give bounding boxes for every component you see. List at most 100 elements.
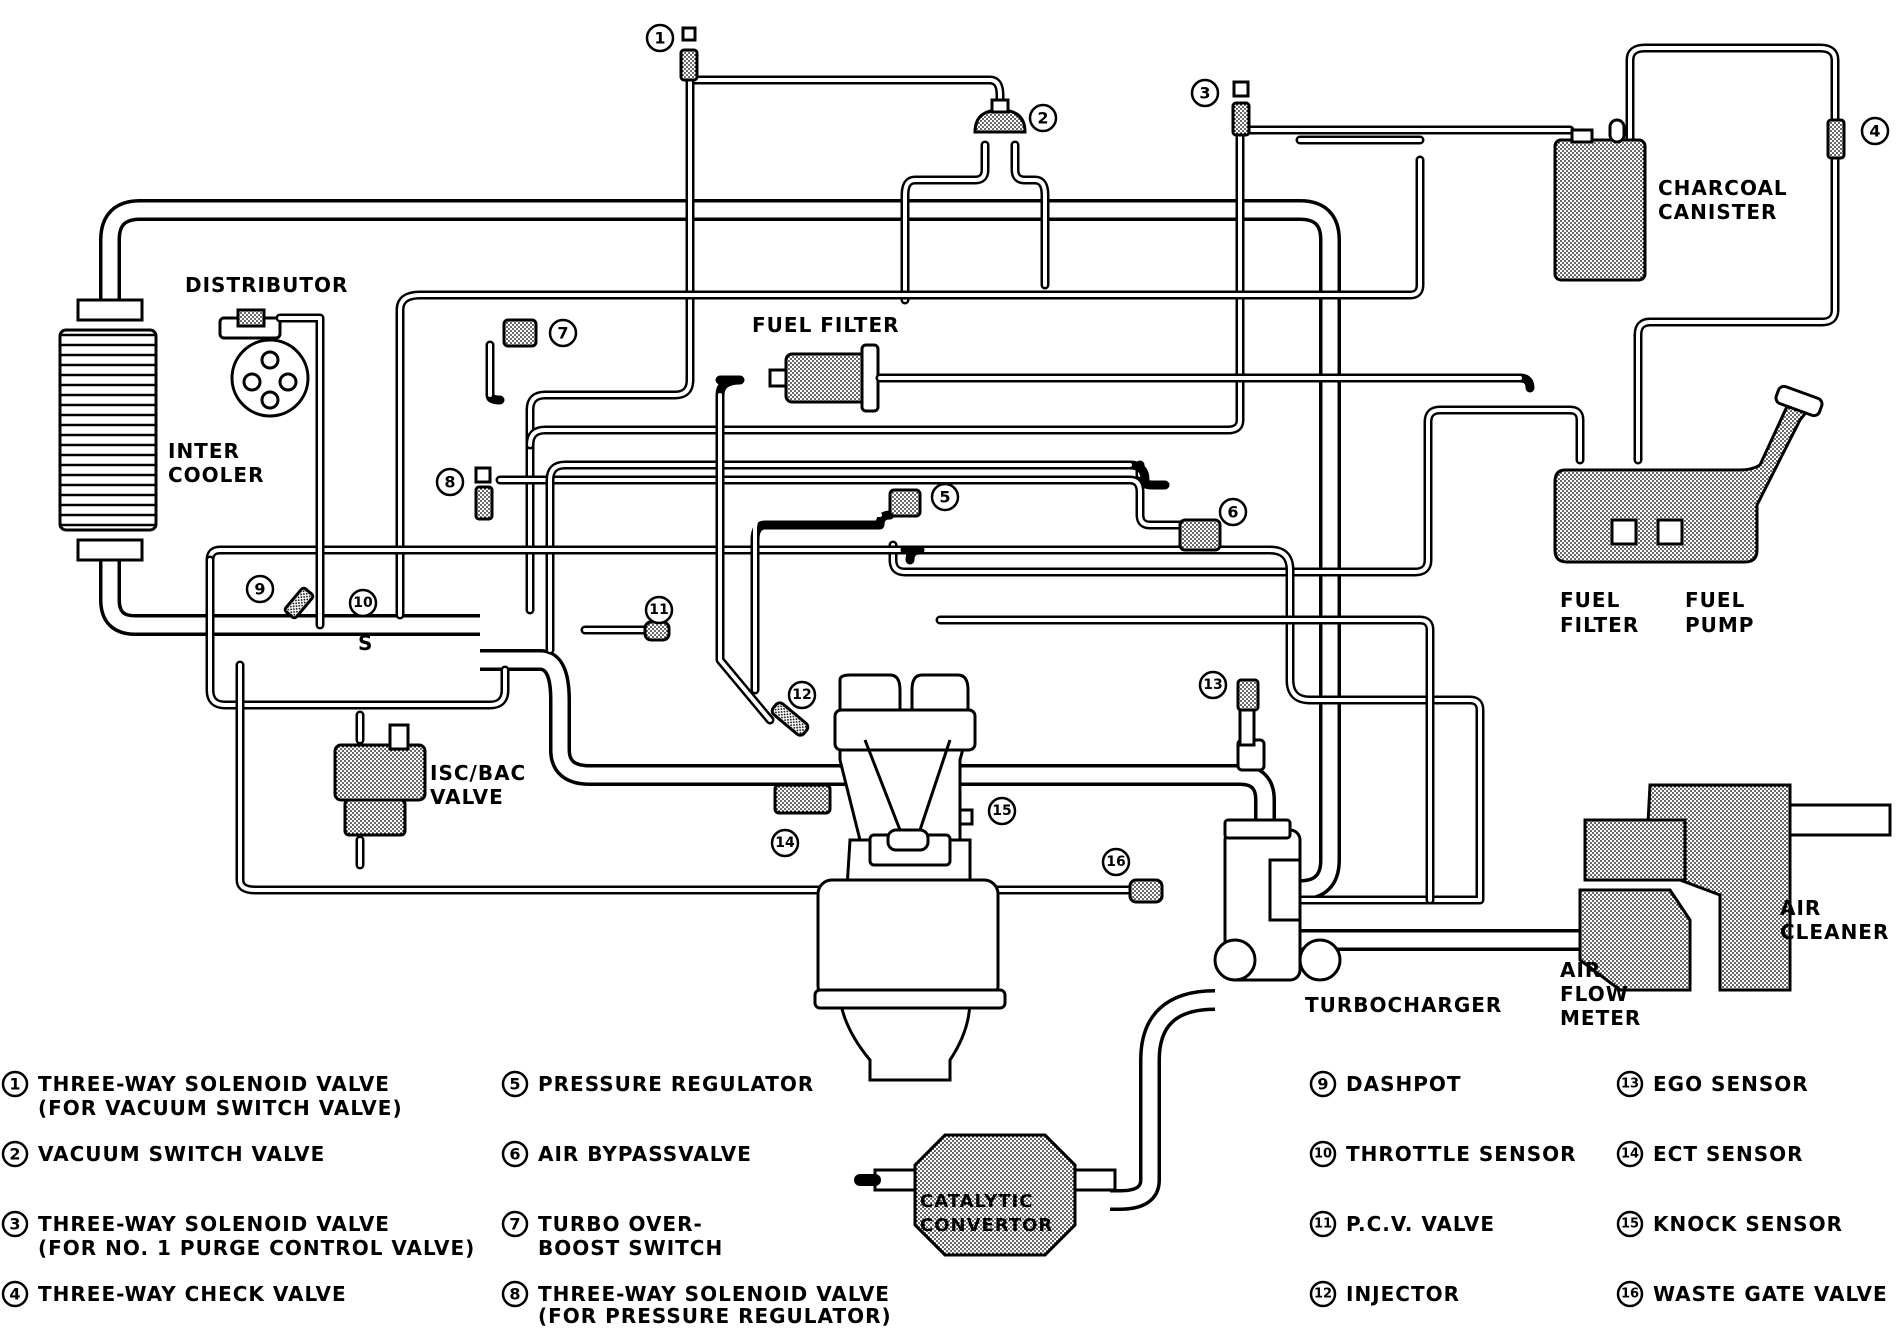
svg-text:P.C.V. VALVE: P.C.V. VALVE <box>1346 1212 1495 1236</box>
label-catalytic-1: CATALYTIC <box>920 1191 1033 1212</box>
svg-text:6: 6 <box>509 1145 520 1164</box>
svg-text:8: 8 <box>444 473 455 492</box>
label-fuel-pump-1: FUEL <box>1685 588 1745 612</box>
label-fuel-filter-tank-2: FILTER <box>1560 613 1639 637</box>
label-fuel-filter-tank-1: FUEL <box>1560 588 1620 612</box>
legend-item-10: 10 THROTTLE SENSOR <box>1309 1140 1577 1168</box>
svg-text:3: 3 <box>1199 84 1210 103</box>
svg-text:THROTTLE SENSOR: THROTTLE SENSOR <box>1346 1142 1577 1166</box>
callouts: 1 2 3 4 5 6 7 8 9 10 11 12 13 14 15 16 <box>245 23 1890 877</box>
svg-text:BOOST SWITCH: BOOST SWITCH <box>538 1236 723 1260</box>
injector <box>770 701 810 737</box>
vacuum-hoses <box>205 43 1840 905</box>
callout-10: 10 <box>348 588 378 618</box>
svg-text:EGO SENSOR: EGO SENSOR <box>1653 1072 1809 1096</box>
svg-text:13: 13 <box>1621 1077 1639 1092</box>
svg-text:3: 3 <box>9 1215 20 1234</box>
svg-text:14: 14 <box>775 835 795 851</box>
svg-text:10: 10 <box>1314 1147 1332 1162</box>
fuel-tank <box>1553 384 1824 564</box>
three-way-solenoid-8 <box>474 466 494 521</box>
svg-text:15: 15 <box>1621 1217 1639 1232</box>
knock-sensor <box>958 808 974 826</box>
three-way-solenoid-3 <box>1231 80 1251 137</box>
svg-text:(FOR NO. 1 PURGE CONTROL VALVE: (FOR NO. 1 PURGE CONTROL VALVE) <box>38 1236 475 1260</box>
legend-item-15: 15 KNOCK SENSOR <box>1616 1210 1843 1238</box>
svg-text:11: 11 <box>649 602 668 618</box>
legend-item-14: 14 ECT SENSOR <box>1616 1140 1804 1168</box>
svg-text:11: 11 <box>1314 1217 1332 1232</box>
callout-9: 9 <box>245 574 275 604</box>
svg-text:5: 5 <box>509 1075 520 1094</box>
label-distributor: DISTRIBUTOR <box>185 273 348 297</box>
callout-5: 5 <box>930 482 960 512</box>
label-canister: CANISTER <box>1658 200 1777 224</box>
callout-16: 16 <box>1101 847 1131 877</box>
legend-item-6: 6 AIR BYPASSVALVE <box>501 1140 752 1168</box>
callout-7: 7 <box>548 318 578 348</box>
legend-item-13: 13 EGO SENSOR <box>1616 1070 1809 1098</box>
svg-text:9: 9 <box>254 580 265 599</box>
svg-text:(FOR PRESSURE REGULATOR): (FOR PRESSURE REGULATOR) <box>538 1304 892 1328</box>
svg-text:VACUUM SWITCH VALVE: VACUUM SWITCH VALVE <box>38 1142 325 1166</box>
label-cooler: COOLER <box>168 463 265 487</box>
svg-text:DASHPOT: DASHPOT <box>1346 1072 1462 1096</box>
callout-13: 13 <box>1198 670 1228 700</box>
label-fuel-filter: FUEL FILTER <box>752 313 900 337</box>
engine <box>813 673 1007 1082</box>
label-isc-valve: VALVE <box>430 785 504 809</box>
svg-text:14: 14 <box>1621 1147 1639 1162</box>
svg-text:TURBO OVER-: TURBO OVER- <box>538 1212 703 1236</box>
svg-text:WASTE GATE VALVE: WASTE GATE VALVE <box>1653 1282 1888 1306</box>
svg-text:THREE-WAY SOLENOID VALVE: THREE-WAY SOLENOID VALVE <box>538 1282 890 1306</box>
svg-text:13: 13 <box>1203 677 1222 693</box>
callout-11: 11 <box>644 595 674 625</box>
svg-text:4: 4 <box>9 1285 20 1304</box>
callout-1: 1 <box>645 23 675 53</box>
turbocharger <box>1213 698 1342 982</box>
svg-text:15: 15 <box>992 803 1011 819</box>
air-cleaner <box>1578 783 1892 992</box>
svg-text:12: 12 <box>792 687 811 703</box>
callout-15: 15 <box>987 796 1017 826</box>
turbo-overboost-switch <box>502 318 538 348</box>
label-air-cleaner-1: AIR <box>1780 896 1821 920</box>
legend-item-2: 2 VACUUM SWITCH VALVE <box>1 1140 325 1168</box>
svg-text:10: 10 <box>353 595 373 611</box>
svg-text:(FOR VACUUM SWITCH VALVE): (FOR VACUUM SWITCH VALVE) <box>38 1096 403 1120</box>
isc-bac-valve <box>333 710 427 870</box>
catalytic-convertor <box>854 1133 1117 1257</box>
svg-text:2: 2 <box>9 1145 20 1164</box>
pressure-regulator <box>888 488 922 518</box>
intake-ducts <box>99 199 1580 1211</box>
svg-text:ECT SENSOR: ECT SENSOR <box>1653 1142 1804 1166</box>
vacuum-switch-valve <box>973 98 1027 134</box>
svg-text:7: 7 <box>557 324 568 343</box>
svg-text:KNOCK SENSOR: KNOCK SENSOR <box>1653 1212 1843 1236</box>
waste-gate-valve <box>1128 878 1164 904</box>
legend-item-11: 11 P.C.V. VALVE <box>1309 1210 1495 1238</box>
ego-sensor <box>1236 678 1260 712</box>
svg-text:AIR BYPASSVALVE: AIR BYPASSVALVE <box>538 1142 752 1166</box>
callout-14: 14 <box>770 828 800 858</box>
svg-text:THREE-WAY SOLENOID VALVE: THREE-WAY SOLENOID VALVE <box>38 1212 390 1236</box>
label-air-flow-1: AIR <box>1560 958 1601 982</box>
svg-text:2: 2 <box>1037 109 1048 128</box>
callout-4: 4 <box>1860 116 1890 146</box>
diagram-labels: DISTRIBUTOR FUEL FILTER CHARCOAL CANISTE… <box>168 176 1888 1236</box>
ect-sensor <box>773 783 832 815</box>
svg-text:6: 6 <box>1227 503 1238 522</box>
svg-text:THREE-WAY SOLENOID VALVE: THREE-WAY SOLENOID VALVE <box>38 1072 390 1096</box>
callout-8: 8 <box>435 467 465 497</box>
svg-text:16: 16 <box>1106 854 1125 870</box>
label-air-flow-2: FLOW <box>1560 982 1629 1006</box>
label-air-flow-3: METER <box>1560 1006 1641 1030</box>
label-turbocharger: TURBOCHARGER <box>1305 993 1502 1017</box>
